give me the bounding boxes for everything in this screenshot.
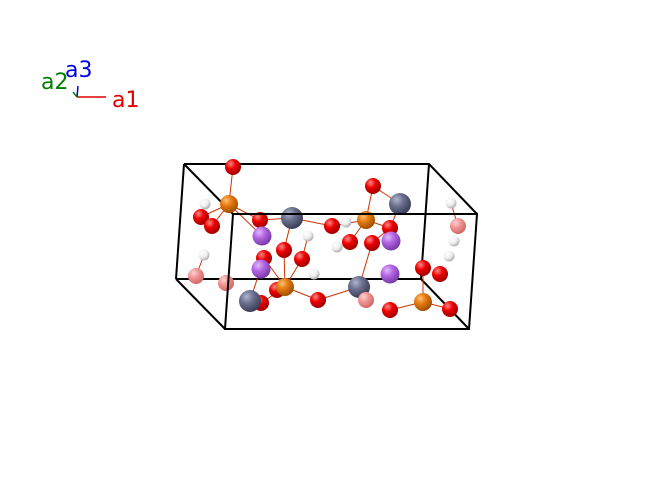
metal-atom[interactable] xyxy=(281,207,303,229)
oxygen-atom[interactable] xyxy=(193,209,209,225)
oxygen-atom[interactable] xyxy=(225,159,241,175)
hydrogen-atom[interactable] xyxy=(340,216,352,228)
oxygen-atom-faded[interactable] xyxy=(218,275,234,291)
hydrogen-atom[interactable] xyxy=(443,250,455,262)
hydrogen-atom[interactable] xyxy=(445,197,457,209)
axis-lines xyxy=(72,85,106,98)
metal-atom[interactable] xyxy=(389,193,411,215)
oxygen-atom[interactable] xyxy=(382,302,398,318)
alkali-atom[interactable] xyxy=(251,259,271,279)
hydrogen-atom[interactable] xyxy=(331,241,343,253)
atoms xyxy=(188,159,466,318)
oxygen-atom[interactable] xyxy=(365,178,381,194)
axis-line-a3 xyxy=(76,85,79,98)
phosphorus-atom[interactable] xyxy=(357,211,375,229)
oxygen-atom[interactable] xyxy=(252,212,268,228)
phosphorus-atom[interactable] xyxy=(220,195,238,213)
hydrogen-atom[interactable] xyxy=(308,268,320,280)
oxygen-atom[interactable] xyxy=(342,234,358,250)
hydrogen-atom[interactable] xyxy=(448,235,460,247)
metal-atom[interactable] xyxy=(239,290,261,312)
axis-label-a3: a3 xyxy=(65,58,93,83)
phosphorus-atom[interactable] xyxy=(414,293,432,311)
oxygen-atom[interactable] xyxy=(324,218,340,234)
axis-label-a1: a1 xyxy=(112,88,140,113)
axis-line-a2 xyxy=(72,91,78,98)
oxygen-atom[interactable] xyxy=(364,235,380,251)
alkali-atom[interactable] xyxy=(380,264,400,284)
oxygen-atom-faded[interactable] xyxy=(188,268,204,284)
oxygen-atom-faded[interactable] xyxy=(450,218,466,234)
axis-label-a2: a2 xyxy=(41,70,69,95)
oxygen-atom[interactable] xyxy=(432,266,448,282)
hydrogen-atom[interactable] xyxy=(302,230,314,242)
oxygen-atom[interactable] xyxy=(442,301,458,317)
unit-cell-front xyxy=(175,213,479,330)
oxygen-atom-faded[interactable] xyxy=(358,292,374,308)
oxygen-atom[interactable] xyxy=(294,251,310,267)
oxygen-atom[interactable] xyxy=(276,242,292,258)
alkali-atom[interactable] xyxy=(252,226,272,246)
alkali-atom[interactable] xyxy=(381,231,401,251)
hydrogen-atom[interactable] xyxy=(198,249,210,261)
hydrogen-atom[interactable] xyxy=(199,198,211,210)
oxygen-atom[interactable] xyxy=(415,260,431,276)
oxygen-atom[interactable] xyxy=(310,292,326,308)
bonds xyxy=(195,166,459,311)
phosphorus-atom[interactable] xyxy=(276,278,294,296)
oxygen-atom[interactable] xyxy=(204,218,220,234)
